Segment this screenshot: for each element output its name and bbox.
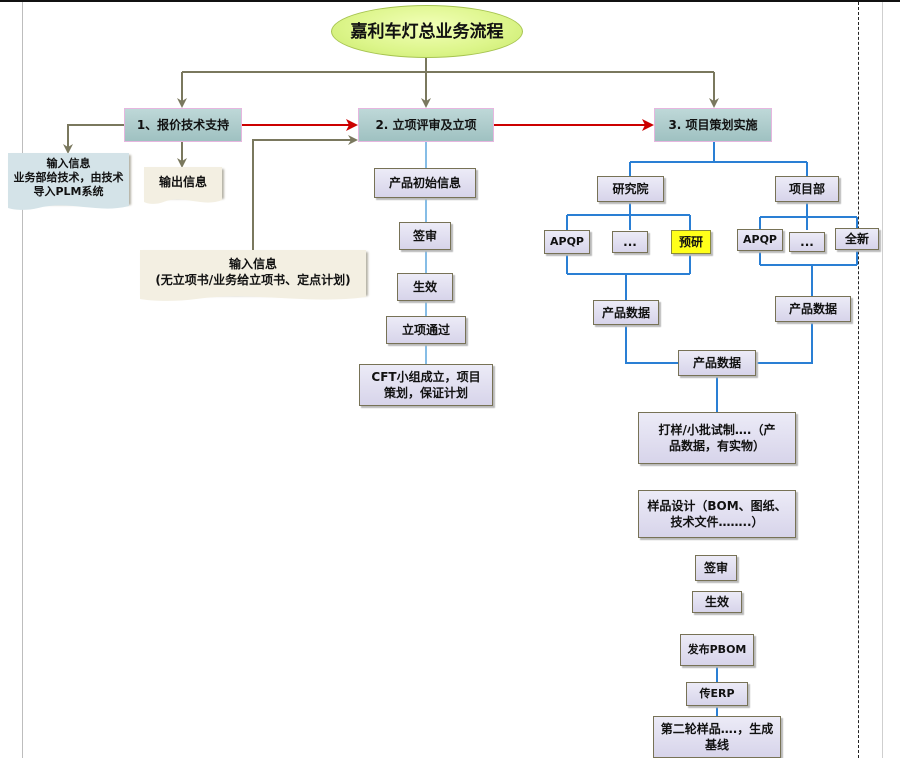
step-effective: 生效 — [397, 273, 453, 301]
stage-3-project-planning: 3. 项目策划实施 — [654, 108, 772, 142]
right-margin-line — [882, 2, 883, 758]
stage-1-quote-support: 1、报价技术支持 — [124, 108, 242, 142]
step-sign-review-2: 签审 — [695, 555, 737, 581]
stage1-input-doc: 输入信息 业务部给技术，由技术导入PLM系统 — [8, 153, 129, 210]
top-border — [0, 0, 900, 2]
stage1-input-body: 业务部给技术，由技术导入PLM系统 — [13, 171, 124, 198]
step-sign-review: 签审 — [399, 222, 451, 250]
diagram-title: 嘉利车灯总业务流程 — [331, 5, 523, 58]
step-prototype-trial: 打样/小批试制….（产品数据，有实物） — [638, 412, 796, 464]
stage3-tree-lines — [566, 142, 858, 716]
title-connectors — [63, 58, 719, 250]
step-second-sample: 第二轮样品….，生成基线 — [653, 716, 781, 758]
stage-2-project-review: 2. 立项评审及立项 — [358, 108, 494, 142]
project-dept-ellipsis: ... — [789, 232, 825, 252]
stage2-input-doc: 输入信息 (无立项书/业务给立项书、定点计划) — [140, 250, 366, 301]
page-break-dashed-line — [858, 2, 859, 758]
merged-product-data: 产品数据 — [678, 350, 756, 376]
step-initial-product-info: 产品初始信息 — [374, 168, 476, 198]
project-dept-new: 全新 — [835, 228, 879, 250]
stage1-output-doc: 输出信息 — [144, 167, 222, 204]
left-margin-line — [22, 2, 23, 758]
branch-research-institute: 研究院 — [597, 176, 664, 202]
project-dept-product-data: 产品数据 — [775, 296, 851, 322]
step-project-approved: 立项通过 — [386, 316, 466, 344]
stage2-input-body: (无立项书/业务给立项书、定点计划) — [155, 273, 351, 287]
project-dept-apqp: APQP — [737, 229, 783, 251]
research-pre-research: 预研 — [671, 230, 711, 254]
research-apqp: APQP — [544, 230, 590, 254]
step-effective-2: 生效 — [692, 591, 742, 613]
step-transfer-erp: 传ERP — [686, 682, 748, 706]
step-cft-team: CFT小组成立，项目策划，保证计划 — [359, 364, 493, 406]
stage1-output-title: 输出信息 — [158, 175, 207, 189]
stage1-input-title: 输入信息 — [46, 157, 91, 170]
step-release-pbom: 发布PBOM — [680, 634, 754, 666]
research-ellipsis: ... — [612, 231, 648, 253]
step-sample-design: 样品设计（BOM、图纸、技术文件……..） — [638, 490, 796, 538]
stage2-input-title: 输入信息 — [228, 257, 277, 271]
branch-project-dept: 项目部 — [775, 176, 839, 202]
research-product-data: 产品数据 — [593, 300, 659, 325]
